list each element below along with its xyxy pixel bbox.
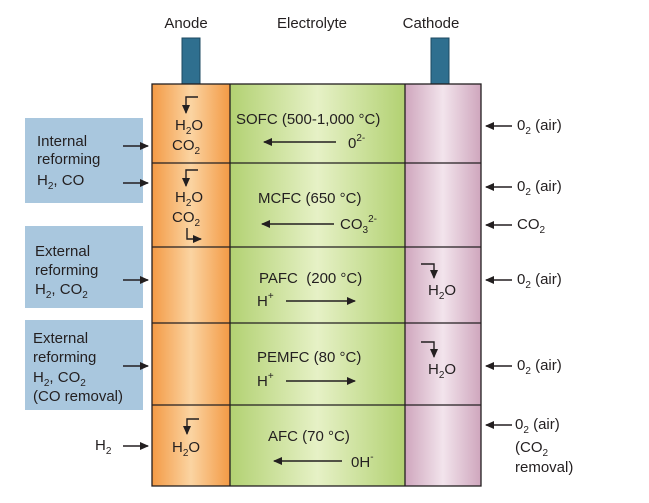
pemfc-o2-air: 02 (air) bbox=[517, 357, 562, 377]
mcfc-anode-co2: CO2 bbox=[172, 209, 201, 229]
electrolyte-header: Electrolyte bbox=[277, 15, 347, 32]
cathode-column bbox=[405, 84, 481, 486]
h2-input-label: H2 bbox=[95, 437, 112, 457]
anode-terminal bbox=[181, 37, 201, 85]
mcfc-ion: CO32- bbox=[340, 214, 377, 236]
external-reforming-co-removal-box bbox=[25, 320, 143, 410]
internal-reforming-line1: Internal bbox=[37, 133, 87, 150]
cell-grid bbox=[151, 83, 482, 487]
anode-header: Anode bbox=[164, 15, 207, 32]
afc-anode-h2o: H2O bbox=[172, 439, 200, 459]
electrolyte-column bbox=[230, 84, 405, 486]
external-reforming-line1: External bbox=[35, 243, 90, 260]
internal-reforming-line3: H2, CO bbox=[37, 172, 84, 192]
afc-label: AFC (70 °C) bbox=[268, 428, 350, 445]
internal-reforming-box bbox=[25, 118, 143, 203]
external-reforming2-line2: reforming bbox=[33, 349, 96, 366]
external-reforming-box bbox=[25, 226, 143, 308]
sofc-ion: 02- bbox=[348, 133, 365, 152]
pafc-label: PAFC (200 °C) bbox=[259, 270, 362, 287]
ion-flow-arrows bbox=[261, 138, 356, 465]
fuel-input-arrows bbox=[123, 142, 149, 450]
mcfc-label: MCFC (650 °C) bbox=[258, 190, 362, 207]
mcfc-o2-air: 02 (air) bbox=[517, 178, 562, 198]
pemfc-cathode-h2o: H2O bbox=[428, 361, 456, 381]
external-reforming2-line1: External bbox=[33, 330, 88, 347]
sofc-anode-h2o: H2O bbox=[175, 117, 203, 137]
external-reforming2-line3: H2, CO2 bbox=[33, 369, 86, 389]
cathode-input-arrows bbox=[485, 122, 512, 429]
afc-co2-removal-line1: (CO2 bbox=[515, 439, 549, 459]
sofc-anode-co2: CO2 bbox=[172, 137, 201, 157]
cathode-terminal bbox=[430, 37, 450, 85]
sofc-label: SOFC (500-1,000 °C) bbox=[236, 111, 380, 128]
internal-reforming-line2: reforming bbox=[37, 151, 100, 168]
afc-co2-removal-line2: removal) bbox=[515, 459, 573, 476]
pafc-ion: H+ bbox=[257, 291, 274, 310]
pafc-cathode-h2o: H2O bbox=[428, 282, 456, 302]
pemfc-label: PEMFC (80 °C) bbox=[257, 349, 361, 366]
mcfc-anode-h2o: H2O bbox=[175, 189, 203, 209]
external-reforming-line3: H2, CO2 bbox=[35, 281, 88, 301]
cathode-header: Cathode bbox=[403, 15, 460, 32]
external-reforming-line2: reforming bbox=[35, 262, 98, 279]
afc-ion: 0H- bbox=[351, 452, 374, 471]
anode-product-arrows bbox=[182, 96, 202, 435]
pafc-o2-air: 02 (air) bbox=[517, 271, 562, 291]
afc-o2-air: 02 (air) bbox=[515, 416, 560, 436]
external-reforming2-line4: (CO removal) bbox=[33, 388, 123, 405]
pemfc-ion: H+ bbox=[257, 371, 274, 390]
sofc-o2-air: 02 (air) bbox=[517, 117, 562, 137]
cathode-product-arrows bbox=[421, 263, 438, 358]
mcfc-co2-input: CO2 bbox=[517, 216, 546, 236]
